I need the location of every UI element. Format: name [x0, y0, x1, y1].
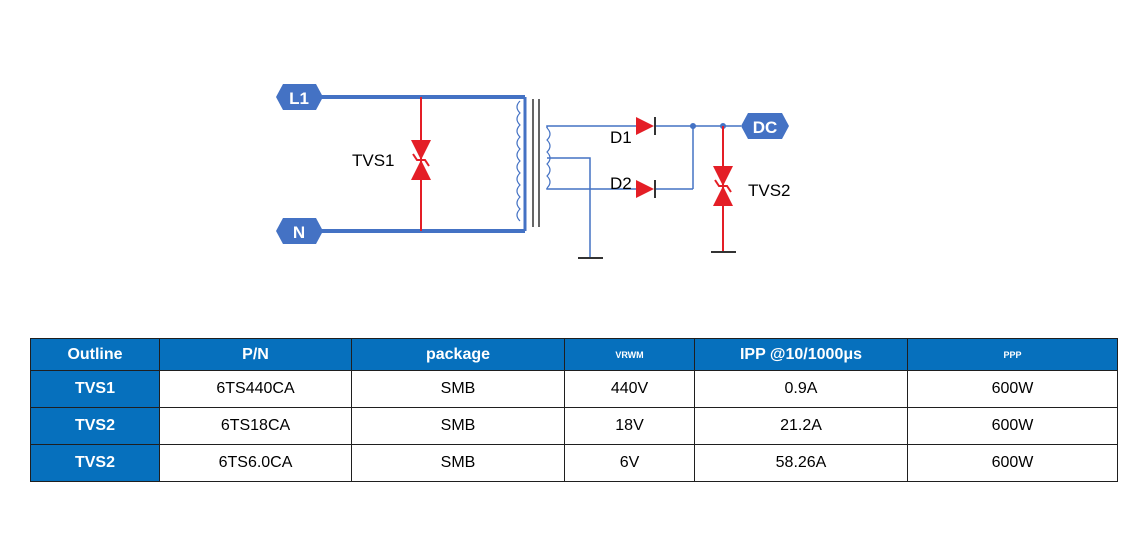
- tvs2-symbol: [713, 126, 733, 252]
- cell-pn: 6TS18CA: [159, 407, 352, 445]
- cell-vrwm: 18V: [564, 407, 695, 445]
- cell-package: SMB: [351, 407, 565, 445]
- cell-ppp: 600W: [907, 444, 1118, 482]
- row-outline: TVS2: [30, 407, 160, 445]
- row-outline: TVS1: [30, 370, 160, 408]
- tvs-spec-table: Outline P/N package VRWM IPP @10/1000μs …: [30, 338, 1118, 482]
- header-vrwm: VRWM: [564, 338, 695, 371]
- cell-ppp: 600W: [907, 370, 1118, 408]
- table-row: TVS2 6TS18CA SMB 18V 21.2A 600W: [30, 407, 1118, 445]
- header-ipp: IPP @10/1000μs: [694, 338, 908, 371]
- dc-label: DC: [753, 118, 778, 137]
- d2-label: D2: [610, 174, 632, 193]
- cell-package: SMB: [351, 370, 565, 408]
- d2-symbol: [636, 180, 656, 198]
- cell-ppp: 600W: [907, 407, 1118, 445]
- secondary-wires: [546, 125, 741, 258]
- cell-ipp: 0.9A: [694, 370, 908, 408]
- tvs1-label: TVS1: [352, 151, 395, 170]
- dc-terminal: DC: [741, 113, 789, 139]
- header-pn: P/N: [159, 338, 352, 371]
- n-terminal: N: [276, 218, 323, 244]
- cell-vrwm: 6V: [564, 444, 695, 482]
- header-outline: Outline: [30, 338, 160, 371]
- cell-pn: 6TS6.0CA: [159, 444, 352, 482]
- junction-1: [690, 123, 696, 129]
- cell-ipp: 21.2A: [694, 407, 908, 445]
- row-outline: TVS2: [30, 444, 160, 482]
- table-row: TVS1 6TS440CA SMB 440V 0.9A 600W: [30, 370, 1118, 408]
- circuit-diagram: L1 N TVS1 D1 D2: [276, 84, 791, 259]
- cell-package: SMB: [351, 444, 565, 482]
- header-package: package: [351, 338, 565, 371]
- d1-label: D1: [610, 128, 632, 147]
- l1-terminal: L1: [276, 84, 323, 110]
- header-ppp: PPP: [907, 338, 1118, 371]
- table-header-row: Outline P/N package VRWM IPP @10/1000μs …: [30, 338, 1118, 371]
- transformer: [516, 97, 551, 231]
- tvs1-symbol: [411, 97, 431, 231]
- l1-label: L1: [289, 89, 309, 108]
- cell-pn: 6TS440CA: [159, 370, 352, 408]
- table-row: TVS2 6TS6.0CA SMB 6V 58.26A 600W: [30, 444, 1118, 482]
- d1-symbol: [636, 117, 656, 135]
- n-label: N: [293, 223, 305, 242]
- cell-ipp: 58.26A: [694, 444, 908, 482]
- cell-vrwm: 440V: [564, 370, 695, 408]
- tvs2-label: TVS2: [748, 181, 791, 200]
